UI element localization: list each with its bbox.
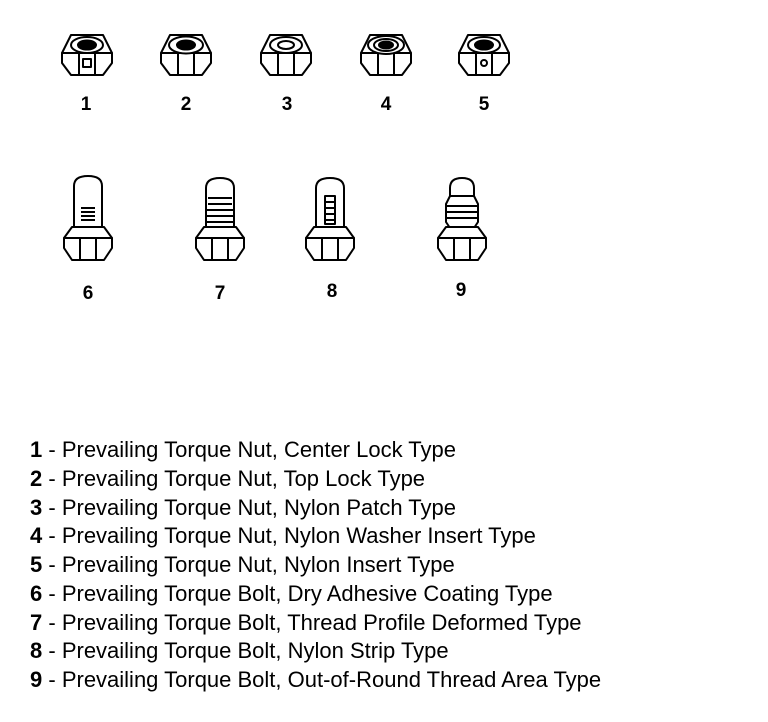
nut-2-top-lock-illustration (160, 34, 212, 76)
figure-label-2: 2 (181, 94, 192, 115)
legend-item: 4 - Prevailing Torque Nut, Nylon Washer … (30, 522, 601, 551)
nut-5-nylon-insert-illustration (458, 34, 510, 76)
legend-key: 1 (30, 437, 43, 462)
legend-text: Prevailing Torque Nut, Nylon Insert Type (61, 552, 455, 577)
legend-item: 7 - Prevailing Torque Bolt, Thread Profi… (30, 609, 601, 638)
legend-key: 6 (30, 580, 43, 606)
figure-label-4: 4 (381, 94, 392, 115)
legend-separator: - (42, 667, 62, 692)
legend-key: 2 (30, 465, 43, 491)
figure-label-3: 3 (282, 94, 293, 115)
legend-item: 8 - Prevailing Torque Bolt, Nylon Strip … (30, 637, 601, 666)
bolt-9-out-of-round-thread-illustration (437, 177, 487, 261)
nut-4-nylon-washer-insert-illustration (360, 34, 412, 76)
legend-text: Prevailing Torque Bolt, Out-of-Round Thr… (61, 667, 602, 692)
legend-separator: - (42, 552, 62, 577)
bolt-6-dry-adhesive-coating-illustration (63, 175, 113, 261)
legend-separator: - (42, 580, 62, 606)
legend-item: 3 - Prevailing Torque Nut, Nylon Patch T… (30, 494, 601, 523)
nut-3-nylon-patch-illustration (260, 34, 312, 76)
legend-key: 3 (30, 494, 43, 520)
legend-text: Prevailing Torque Bolt, Nylon Strip Type (61, 638, 449, 664)
legend-text: Prevailing Torque Nut, Nylon Washer Inse… (61, 523, 536, 549)
legend-text: Prevailing Torque Nut, Top Lock Type (61, 465, 426, 491)
figure-label-8: 8 (327, 281, 338, 302)
figure-label-1: 1 (81, 94, 92, 115)
legend-key: 5 (30, 552, 43, 577)
legend-item: 9 - Prevailing Torque Bolt, Out-of-Round… (30, 666, 601, 695)
legend-item: 6 - Prevailing Torque Bolt, Dry Adhesive… (30, 580, 601, 609)
legend-separator: - (42, 609, 62, 635)
legend-text: Prevailing Torque Bolt, Thread Profile D… (61, 609, 582, 635)
bolt-8-nylon-strip-illustration (305, 177, 355, 261)
legend-list: 1 - Prevailing Torque Nut, Center Lock T… (30, 436, 601, 695)
bolt-7-thread-profile-deformed-illustration (195, 177, 245, 261)
legend-key: 8 (30, 638, 43, 664)
legend-key: 9 (30, 667, 43, 692)
legend-text: Prevailing Torque Bolt, Dry Adhesive Coa… (61, 580, 553, 606)
legend-text: Prevailing Torque Nut, Nylon Patch Type (61, 494, 456, 520)
figure-label-5: 5 (479, 94, 490, 115)
fastener-illustrations: 1 2 3 4 5 6 7 8 9 (61, 34, 510, 304)
legend-key: 4 (30, 523, 43, 549)
legend-separator: - (42, 638, 62, 664)
legend-item: 5 - Prevailing Torque Nut, Nylon Insert … (30, 551, 601, 580)
figure-label-7: 7 (215, 283, 226, 304)
legend-separator: - (42, 437, 62, 462)
legend-separator: - (42, 465, 62, 491)
legend-item: 2 - Prevailing Torque Nut, Top Lock Type (30, 465, 601, 494)
legend-key: 7 (30, 609, 43, 635)
legend-item: 1 - Prevailing Torque Nut, Center Lock T… (30, 436, 601, 465)
legend-separator: - (42, 494, 62, 520)
legend-text: Prevailing Torque Nut, Center Lock Type (61, 437, 456, 462)
nut-1-center-lock-illustration (61, 34, 113, 76)
figure-label-9: 9 (456, 280, 467, 301)
figure-label-6: 6 (83, 283, 94, 304)
legend-separator: - (42, 523, 62, 549)
